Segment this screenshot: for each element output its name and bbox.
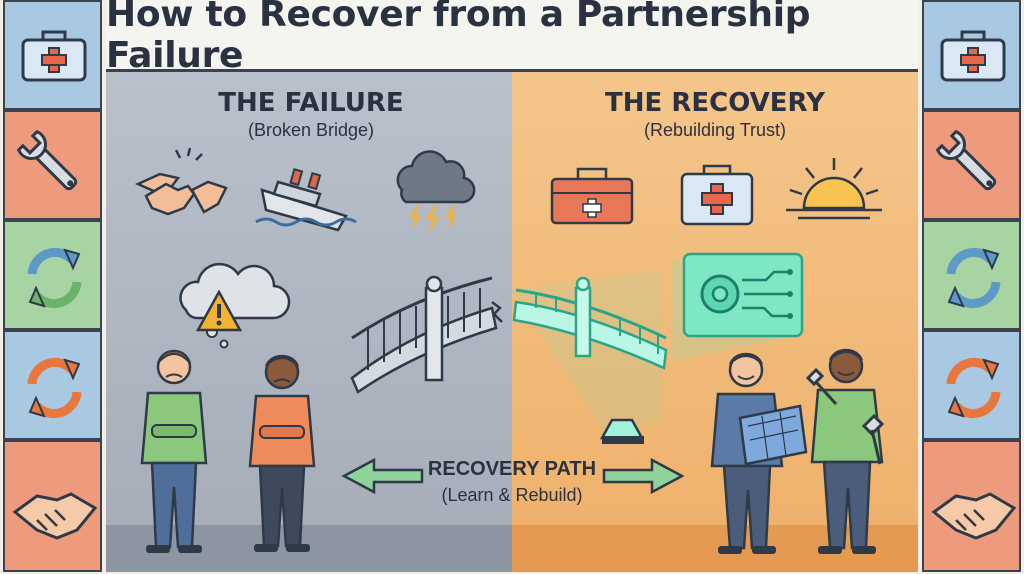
failure-heading: THE FAILURE	[218, 88, 404, 118]
wrench-icon	[16, 129, 78, 191]
tile-handshake	[922, 440, 1021, 572]
refresh-arrows-icon	[27, 357, 82, 419]
handshake-icon	[931, 492, 1017, 540]
refresh-arrows-icon	[946, 357, 1001, 419]
page-title: How to Recover from a Partnership Failur…	[106, 0, 811, 76]
broken-bridge	[350, 275, 503, 394]
worry-thought-cloud	[179, 262, 291, 349]
tile-wrench	[922, 110, 1021, 220]
handshake-icon	[12, 492, 98, 540]
failure-subheading: (Broken Bridge)	[247, 120, 375, 140]
hologram-bridge	[512, 252, 804, 444]
refresh-arrows-icon	[27, 247, 82, 309]
warning-icon	[195, 289, 243, 332]
tile-refresh-blue	[3, 330, 102, 440]
sad-partner-right	[248, 354, 316, 552]
first-aid-kit-icon	[21, 30, 87, 82]
first-aid-kit-icon	[940, 30, 1006, 82]
left-icon-strip	[0, 0, 105, 572]
tile-handshake	[3, 440, 102, 572]
recovery-path-subheading: (Learn & Rebuild)	[441, 485, 583, 505]
recovery-heading: THE RECOVERY	[605, 88, 825, 118]
sinking-ship-icon	[255, 167, 357, 232]
right-icon-strip	[919, 0, 1024, 572]
title-bar: How to Recover from a Partnership Failur…	[106, 0, 918, 76]
wrench-icon	[935, 129, 997, 191]
recovery-path-label: RECOVERY PATH (Learn & Rebuild)	[412, 458, 612, 506]
broken-handshake-icon	[134, 147, 228, 216]
rebuilding-partners	[710, 348, 885, 554]
storm-cloud-icon	[396, 150, 476, 231]
tile-refresh-green	[922, 220, 1021, 330]
refresh-arrows-icon	[946, 247, 1001, 309]
recovery-subheading: (Rebuilding Trust)	[643, 120, 787, 140]
sad-partner-left	[140, 349, 208, 553]
sunrise-icon	[786, 158, 882, 220]
failure-heading-block: THE FAILURE (Broken Bridge)	[176, 88, 446, 141]
tile-first-aid	[922, 0, 1021, 110]
right-arrow-icon	[602, 457, 685, 495]
recovery-path-heading: RECOVERY PATH	[427, 458, 597, 480]
tile-refresh-blue	[922, 330, 1021, 440]
toolbox-icon	[550, 167, 634, 225]
recovery-path-arrows	[341, 457, 685, 495]
left-arrow-icon	[341, 457, 424, 495]
first-aid-kit-icon	[680, 164, 754, 226]
tile-first-aid	[3, 0, 102, 110]
recovery-heading-block: THE RECOVERY (Rebuilding Trust)	[580, 88, 850, 141]
tile-refresh-green	[3, 220, 102, 330]
tile-wrench	[3, 110, 102, 220]
